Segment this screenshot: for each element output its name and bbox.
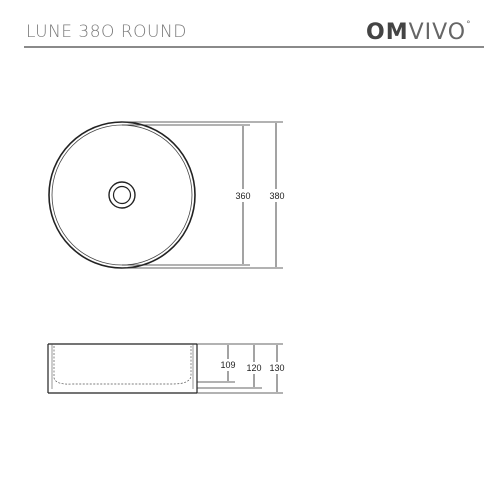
top-view: 360 380 — [48, 121, 288, 269]
brand-logo-bold: OM — [366, 20, 409, 45]
mask-overall-height — [266, 362, 288, 374]
dim-label-inner-depth: 109 — [220, 360, 235, 370]
header-divider — [24, 46, 484, 48]
product-title: LUNE 38O ROUND — [26, 22, 187, 42]
basin-outer-rim — [48, 121, 196, 269]
brand-logo: OMVIVO° — [366, 20, 472, 45]
hidden-bowl-profile — [53, 346, 192, 385]
drain-outer — [108, 181, 136, 209]
dim-label-outer-diameter: 380 — [269, 191, 284, 201]
mask-outer-label — [264, 189, 288, 202]
dim-label-bowl-height: 120 — [246, 363, 261, 373]
basin-inner-rim — [51, 124, 193, 266]
mask-inner-depth — [217, 359, 239, 371]
brand-logo-thin: VIVO — [408, 20, 467, 45]
drain-inner — [112, 185, 132, 205]
side-view: 109 120 130 — [47, 343, 288, 394]
dim-label-inner-diameter: 360 — [235, 191, 250, 201]
mask-inner-label — [231, 189, 255, 202]
mask-bowl-height — [243, 362, 265, 374]
dim-label-overall-height: 130 — [269, 363, 284, 373]
brand-logo-dot: ° — [466, 20, 472, 30]
